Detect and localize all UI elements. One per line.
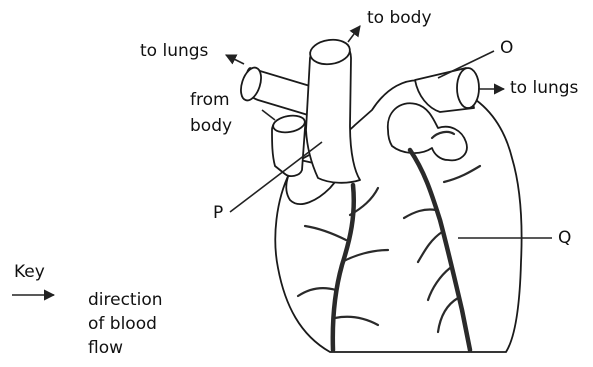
label-to-lungs-left: to lungs [140,41,208,62]
label-Q: Q [558,228,571,249]
key-text-line3: flow [88,338,123,359]
leader-from-body [262,110,275,120]
label-from-body-line1: from [190,90,230,111]
key-text-line2: of blood [88,314,157,335]
arrow-to-lungs-left [226,55,244,64]
label-O: O [500,38,513,59]
arrow-to-body [348,26,360,42]
key-text-line1: direction [88,290,163,311]
key-title: Key [14,262,45,283]
pulmonary-vein-opening [457,68,479,108]
label-to-lungs-right: to lungs [510,78,578,99]
label-P: P [213,203,223,224]
label-to-body: to body [367,8,432,29]
label-from-body-line2: body [190,116,232,137]
